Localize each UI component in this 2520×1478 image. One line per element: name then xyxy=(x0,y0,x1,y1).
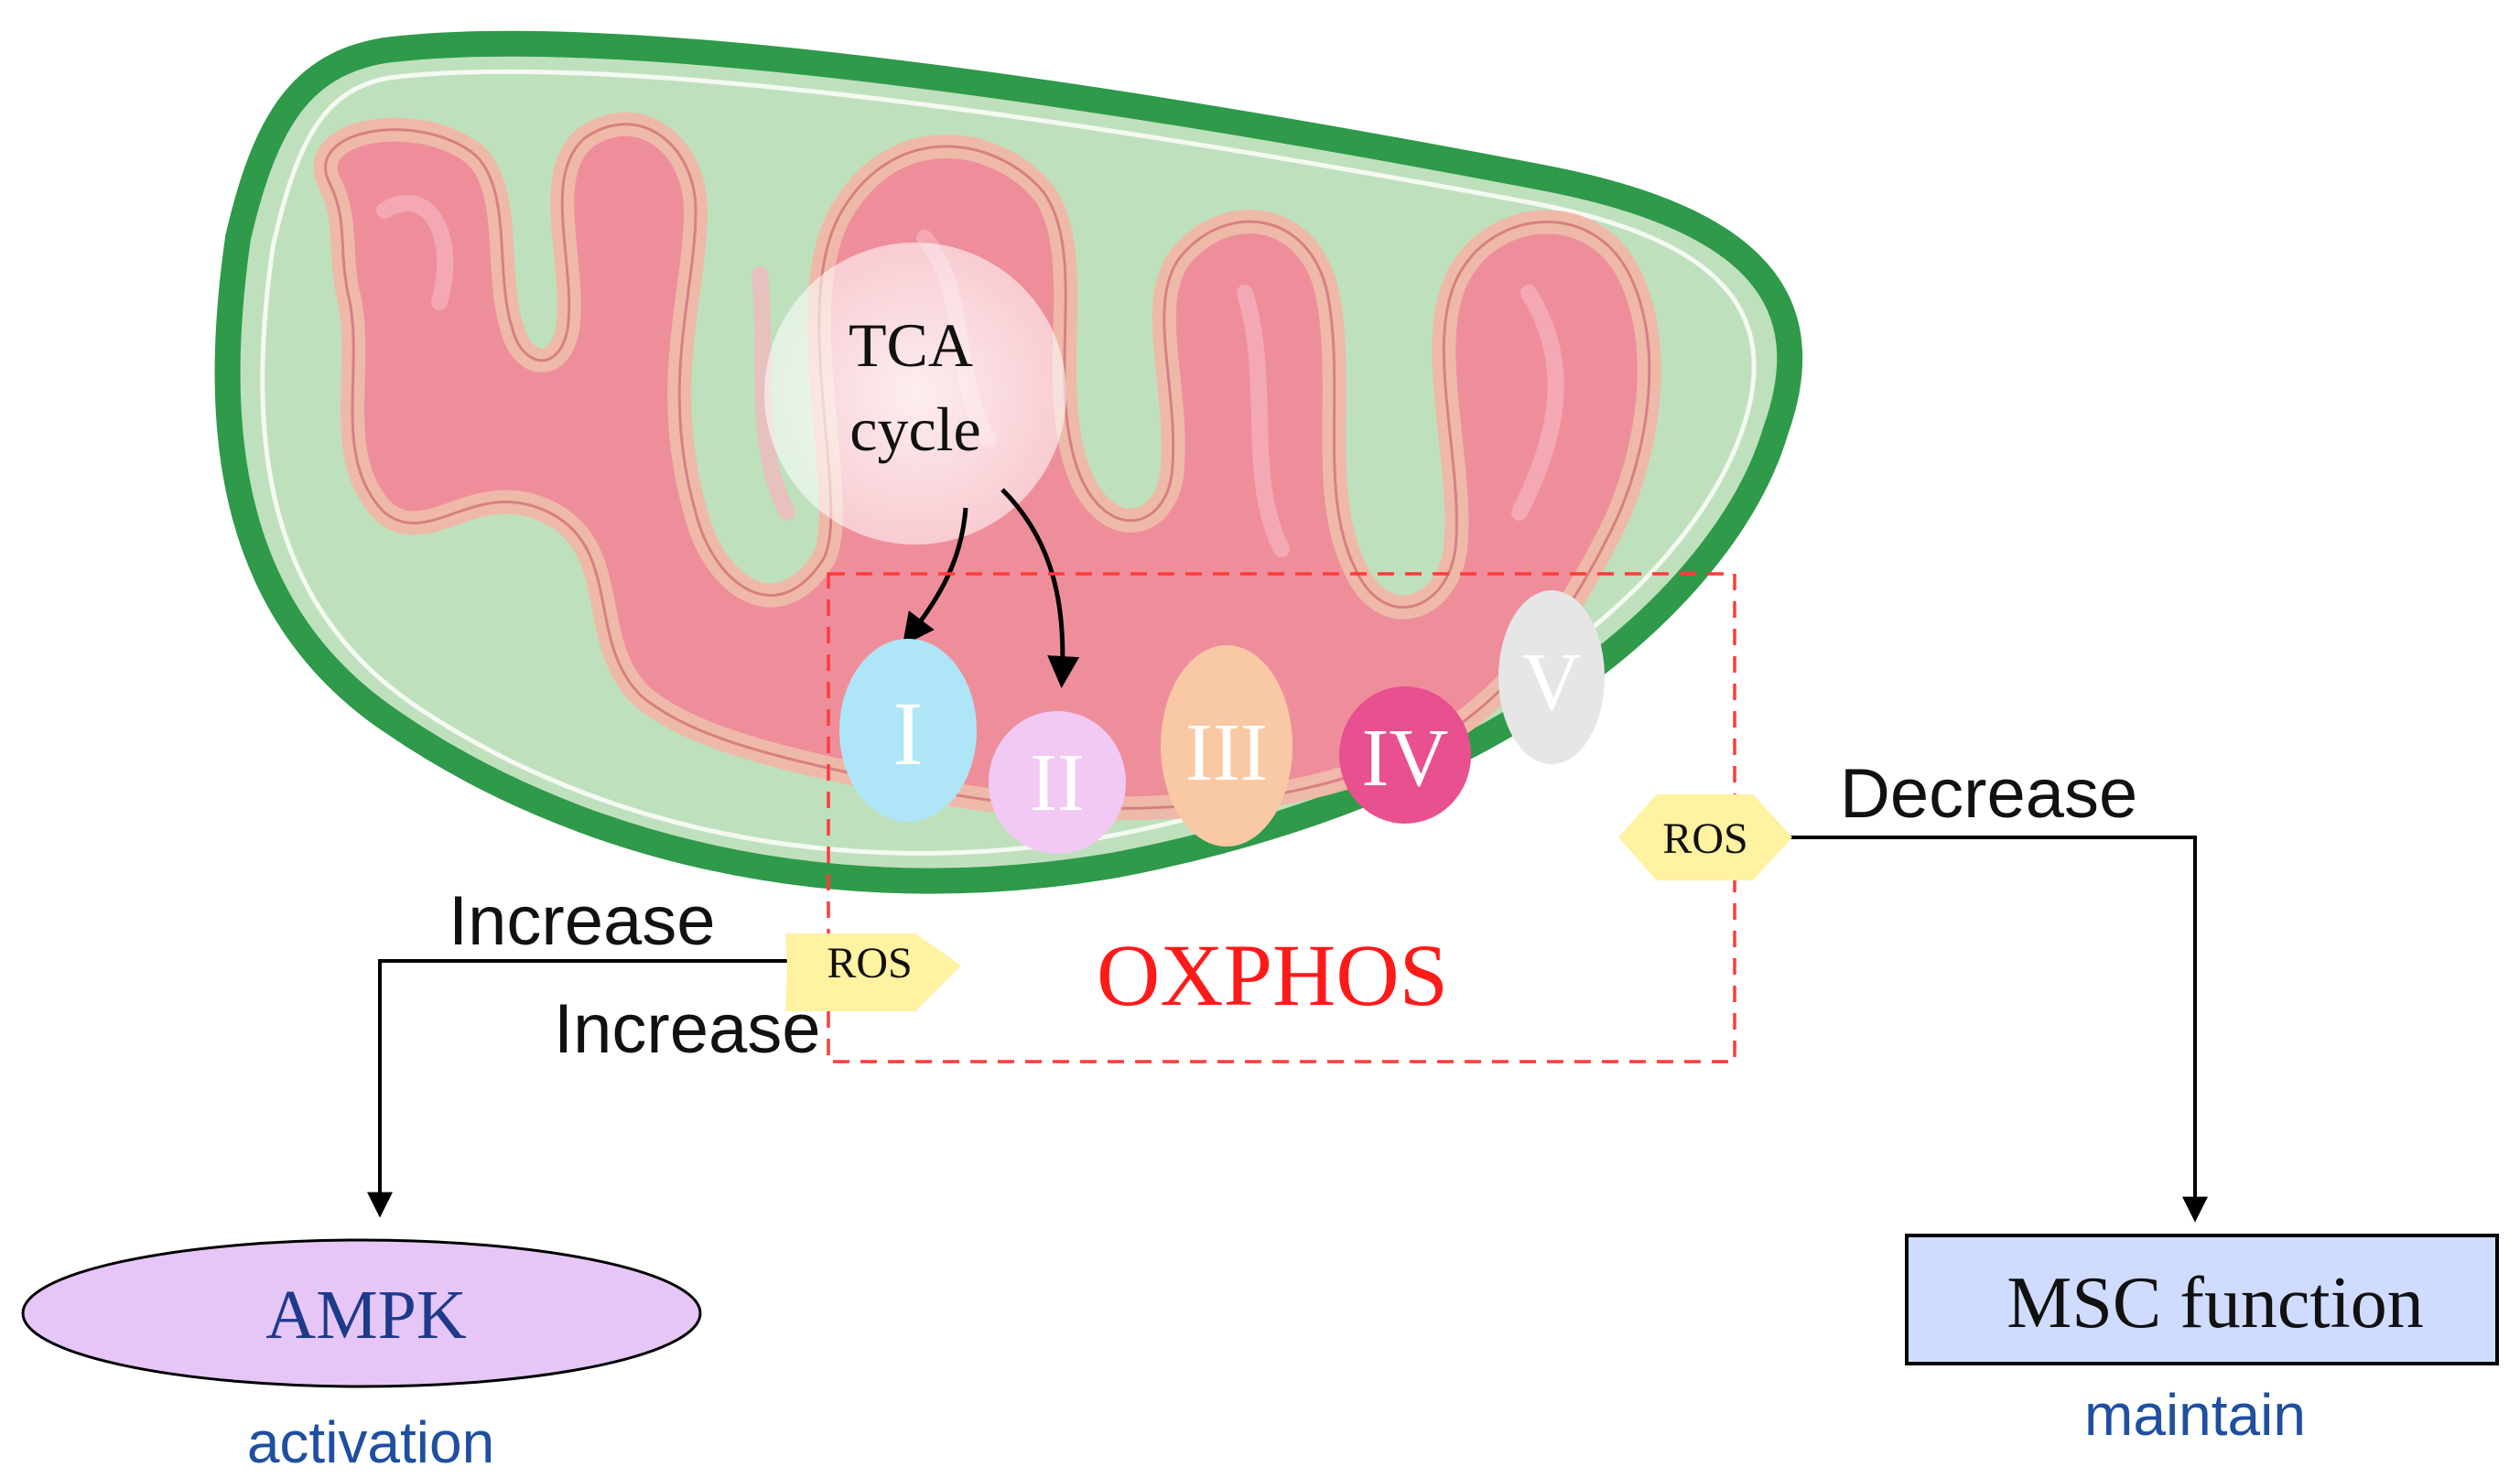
oxphos-box xyxy=(827,572,1736,1063)
complex-v: V xyxy=(1498,590,1605,764)
complex-ii-label: II xyxy=(1030,738,1085,828)
left-connector-line xyxy=(367,959,787,1218)
increase-label-bottom: Increase xyxy=(554,990,821,1068)
complex-v-label: V xyxy=(1522,637,1582,728)
complex-iii-label: III xyxy=(1185,707,1268,798)
increase-label-top: Increase xyxy=(449,882,716,960)
mitochondrion: TCA cycle I II III IV V xyxy=(214,30,1803,894)
tca-label-line2: cycle xyxy=(849,394,980,464)
tca-label-line1: TCA xyxy=(849,310,973,380)
oxphos-label: OXPHOS xyxy=(1097,926,1448,1024)
maintain-label: maintain xyxy=(2084,1382,2306,1448)
msc-function-label: MSC function xyxy=(2006,1263,2424,1343)
msc-function-node: MSC function xyxy=(1905,1234,2499,1365)
decrease-label: Decrease xyxy=(1840,755,2137,833)
right-ros-badge: ROS xyxy=(1618,794,1792,880)
tca-cycle-glow xyxy=(764,243,1066,545)
complex-iv-label: IV xyxy=(1362,713,1449,804)
complex-iii: III xyxy=(1161,645,1292,847)
left-ros-badge: ROS xyxy=(785,933,961,1011)
ampk-node: AMPK xyxy=(21,1238,702,1388)
right-connector-line xyxy=(1790,836,2208,1223)
left-ros-label: ROS xyxy=(827,939,912,987)
complex-i: I xyxy=(839,639,977,822)
complex-iv: IV xyxy=(1339,686,1471,824)
complex-ii: II xyxy=(989,711,1126,854)
ampk-label: AMPK xyxy=(265,1277,467,1354)
complex-i-label: I xyxy=(892,683,923,784)
tca-to-complex-i-arrow xyxy=(902,507,968,646)
activation-label: activation xyxy=(247,1409,494,1475)
right-ros-label: ROS xyxy=(1662,815,1747,863)
